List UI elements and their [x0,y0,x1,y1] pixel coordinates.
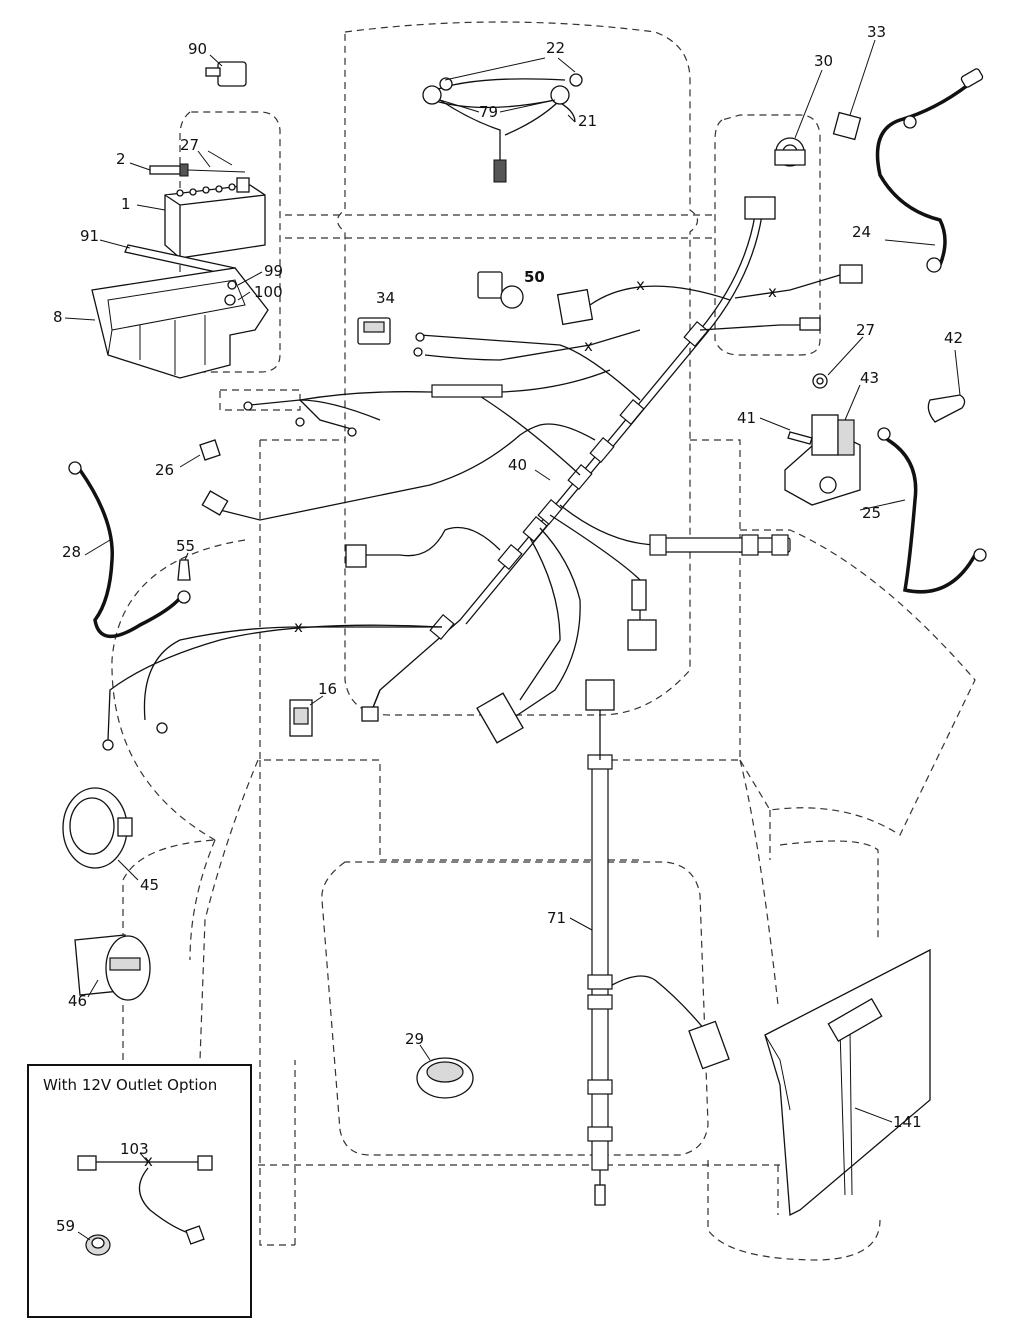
callout-91: 91 [80,227,99,245]
callout-28: 28 [62,543,81,561]
inset-title: With 12V Outlet Option [43,1076,217,1094]
svg-text:x: x [768,283,777,301]
lower-parts [416,948,931,1217]
callout-22: 22 [546,39,565,57]
callout-43: 43 [860,369,879,387]
callout-29: 29 [405,1030,424,1048]
callout-1: 1 [121,195,131,213]
callout-27-top: 27 [180,136,199,154]
callout-99: 99 [264,262,283,280]
leader-lines [64,39,961,1241]
callout-33: 33 [867,23,886,41]
callout-50: 50 [524,268,545,286]
outlet-option-inset: x [27,1064,252,1318]
callout-40: 40 [508,456,527,474]
main-wire-harness: x x x x [102,196,863,751]
callout-42: 42 [944,329,963,347]
callout-55: 55 [176,537,195,555]
svg-text:x: x [144,1152,153,1170]
svg-text:x: x [584,337,593,355]
callout-100: 100 [254,283,283,301]
callout-24: 24 [852,223,871,241]
svg-text:x: x [294,618,303,636]
callout-16: 16 [318,680,337,698]
svg-text:x: x [636,276,645,294]
frame-outlines [111,21,976,1261]
callout-59: 59 [56,1217,75,1235]
callout-8: 8 [53,308,63,326]
battery-assembly [91,61,269,379]
callout-30: 30 [814,52,833,70]
callout-141: 141 [893,1113,922,1131]
callout-labels: 90 22 79 21 33 30 27 2 1 91 99 100 8 50 … [43,23,963,1235]
left-misc-parts [68,439,313,737]
callout-71: 71 [547,909,566,927]
ignition-and-cables [774,68,987,594]
callout-79: 79 [479,103,498,121]
callout-103: 103 [120,1140,149,1158]
callout-41: 41 [737,409,756,427]
switches [357,271,524,345]
callout-46: 46 [68,992,87,1010]
callout-26: 26 [155,461,174,479]
callout-25: 25 [862,504,881,522]
headlight-harness [422,73,583,183]
callout-2: 2 [116,150,126,168]
callout-90: 90 [188,40,207,58]
harness-71 [585,679,730,1206]
callout-27-right: 27 [856,321,875,339]
callout-45: 45 [140,876,159,894]
callout-21: 21 [578,112,597,130]
callout-34: 34 [376,289,395,307]
gauges [62,787,151,1001]
